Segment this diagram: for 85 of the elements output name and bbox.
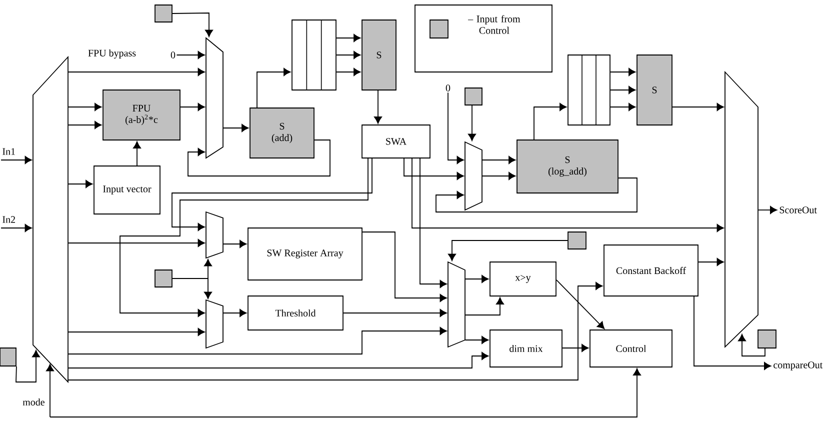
signal-label: 0 [446, 84, 450, 92]
arrow [412, 158, 724, 232]
arrow [562, 344, 589, 352]
arrow [222, 124, 249, 132]
arrow [420, 158, 447, 288]
arrow [448, 92, 464, 164]
process-box: Control [590, 330, 672, 368]
arrow [610, 103, 636, 111]
edge-label: FPU bypass [86, 48, 138, 60]
arrow [672, 103, 724, 111]
arrow [172, 12, 213, 37]
process-box: S [362, 20, 396, 90]
arrow [172, 158, 372, 231]
arrow [68, 328, 205, 336]
process-box: Input vector [94, 166, 160, 214]
process-box: dim mix [490, 330, 562, 368]
arrow [68, 352, 489, 368]
shift-register [292, 20, 336, 90]
control-input-square [464, 88, 482, 106]
arrow [694, 296, 772, 370]
arrow [16, 350, 40, 382]
arrow [50, 368, 641, 418]
arrow [336, 68, 361, 76]
signal-label: mode [22, 398, 44, 406]
signal-label: 0 [170, 52, 176, 58]
arrow [758, 206, 778, 214]
arrow [482, 156, 516, 164]
arrow [610, 86, 636, 94]
arrow [172, 278, 212, 299]
arrow [256, 68, 291, 108]
arrow [68, 239, 205, 247]
arrow [46, 364, 54, 418]
multiplexer [32, 56, 68, 384]
arrow [404, 158, 464, 180]
arrow [698, 258, 724, 266]
arrow [222, 309, 247, 317]
arrow [68, 121, 102, 129]
process-box: S (log_add) [516, 140, 618, 194]
arrow [68, 282, 603, 380]
arrow [0, 224, 32, 232]
signal-label: In2 [2, 216, 15, 223]
arrow [222, 240, 247, 248]
legend-text: – Input from Control [468, 15, 520, 34]
arrow [343, 309, 447, 317]
arrow [336, 51, 361, 59]
arrow [188, 140, 330, 176]
shift-register [568, 54, 610, 126]
arrow [534, 103, 567, 140]
process-box: S (add) [250, 108, 314, 158]
arrow [120, 158, 368, 317]
arrow [738, 334, 766, 356]
arrow [133, 141, 141, 166]
arrow [464, 275, 489, 283]
arrow [176, 51, 205, 59]
arrow [468, 105, 476, 141]
arrow [610, 68, 636, 76]
signal-label: ScoreOut [780, 206, 817, 214]
arrow [0, 156, 32, 164]
control-input-square [154, 4, 172, 22]
process-box: FPU (a-b)$^{2}$*c [102, 90, 180, 140]
arrow [374, 90, 382, 124]
process-box: S [636, 54, 672, 126]
arrow [68, 180, 93, 188]
process-box: Constant Backoff [604, 244, 698, 296]
signal-label: In1 [2, 148, 15, 155]
arrow [436, 178, 638, 212]
control-input-square [758, 330, 776, 348]
arrow [68, 103, 102, 111]
arrow [556, 280, 605, 330]
process-box: SWA [362, 124, 430, 158]
arrow [482, 172, 516, 180]
process-box: SW Register Array [248, 228, 362, 280]
arrow [180, 103, 205, 111]
arrow [464, 336, 489, 344]
control-input-square [568, 232, 586, 250]
arrow [448, 240, 568, 261]
process-box: x>y [490, 262, 556, 296]
signal-label: compareOut [774, 362, 823, 370]
arrow [362, 232, 447, 302]
arrow [68, 68, 205, 76]
process-box: Threshold [248, 296, 344, 330]
arrow [336, 34, 361, 42]
arrow [464, 297, 504, 316]
arrow [68, 327, 447, 354]
control-input-square [154, 270, 172, 288]
